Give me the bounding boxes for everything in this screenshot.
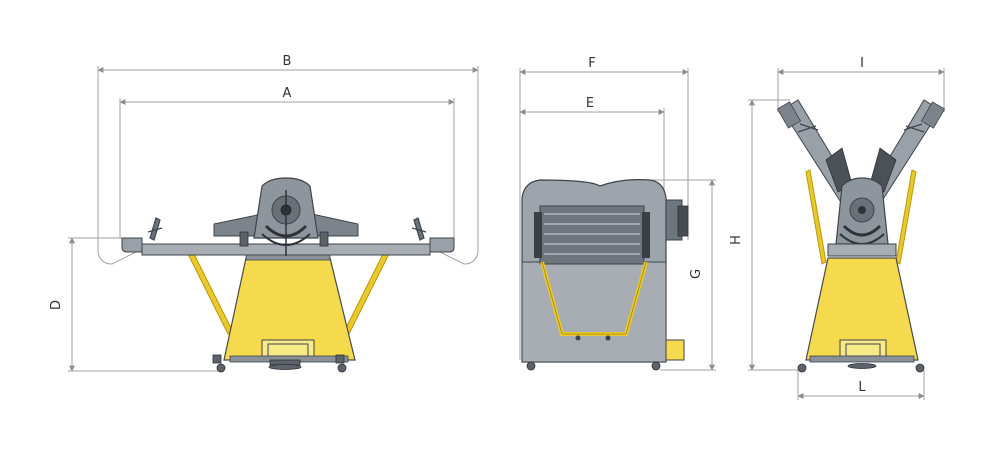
- wheels: [212, 354, 347, 373]
- dimension-label-e: E: [586, 96, 594, 111]
- dimension-d: [68, 237, 222, 372]
- roller-housing: [213, 177, 359, 256]
- dimension-label-h: H: [729, 235, 744, 245]
- roller-stack: [544, 213, 640, 255]
- dimension-label-d: D: [49, 300, 64, 310]
- dimension-b: [97, 66, 479, 252]
- folded-base: [805, 257, 919, 363]
- dimension-h: [748, 99, 800, 371]
- dimension-label-g: G: [689, 269, 704, 279]
- side-pedal: [665, 339, 685, 361]
- folded-view: I H L: [729, 56, 946, 400]
- conveyor-table: [121, 237, 455, 261]
- folded-handles: [797, 123, 925, 133]
- dimension-a: [119, 98, 455, 238]
- table-handles: [147, 217, 427, 241]
- side-view: F E G: [519, 56, 716, 371]
- side-wheels: [526, 361, 661, 371]
- folded-roller-housing: [827, 177, 897, 257]
- dimension-label-a: A: [283, 86, 292, 101]
- front-view: B A D: [49, 54, 479, 373]
- folded-struts: [805, 169, 917, 265]
- frame-bolts: [575, 335, 611, 341]
- machine-base: [223, 257, 356, 363]
- table-outline-lines: [97, 249, 479, 265]
- dimension-i: [777, 68, 945, 112]
- dimension-label-f: F: [588, 56, 595, 71]
- folded-wheels: [797, 363, 925, 373]
- dimension-label-b: B: [283, 54, 292, 69]
- dimension-label-i: I: [860, 56, 864, 71]
- dimension-l: [797, 370, 925, 400]
- dimension-label-l: L: [858, 380, 866, 395]
